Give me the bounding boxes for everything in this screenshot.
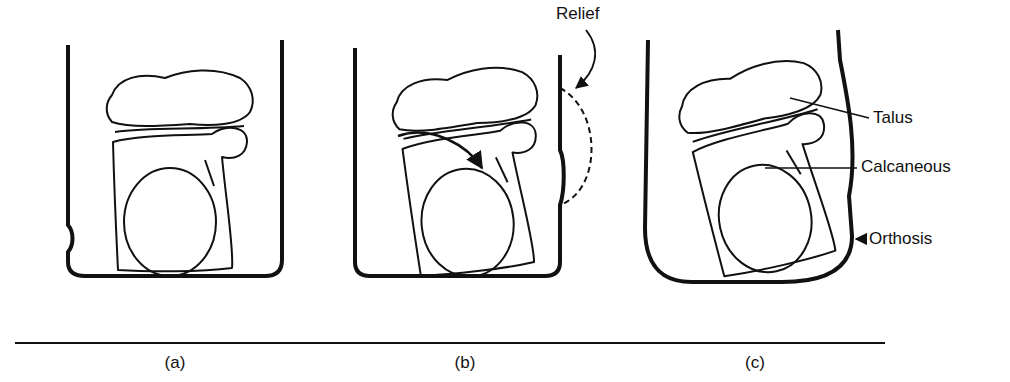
ground-line (15, 342, 885, 344)
panel-label: (c) (745, 353, 765, 373)
leader-arrow (856, 238, 867, 240)
part-label: Orthosis (869, 229, 932, 249)
leader-arrow (576, 30, 595, 88)
callout-label: Relief (556, 4, 599, 24)
leader-line (765, 167, 857, 169)
foot-bones (672, 53, 858, 284)
motion-arrow (398, 133, 482, 168)
panel-label: (a) (165, 353, 186, 373)
foot-bones (389, 63, 556, 283)
relief-outline (560, 88, 592, 205)
orthosis-cup (68, 40, 282, 276)
part-label: Talus (873, 108, 913, 128)
part-label: Calcaneous (861, 157, 951, 177)
panel-label: (b) (455, 353, 476, 373)
leader-line (790, 98, 869, 118)
foot-bones (107, 70, 253, 276)
